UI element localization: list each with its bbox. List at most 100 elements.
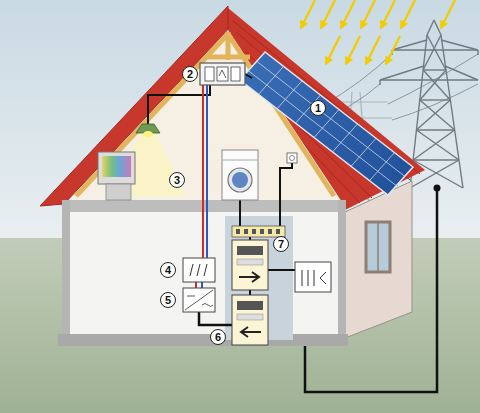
house-part-part xyxy=(333,124,358,152)
appliances xyxy=(98,63,331,345)
house-part xyxy=(366,222,390,272)
pylon-part xyxy=(420,70,446,100)
appliances-part xyxy=(236,229,280,234)
appliances-part xyxy=(185,290,213,310)
house-part xyxy=(70,212,340,336)
appliances-part xyxy=(241,327,261,337)
appliances-part xyxy=(222,150,258,200)
appliances-part-part xyxy=(260,229,264,234)
appliances-part xyxy=(143,131,153,137)
pylon-part xyxy=(420,100,455,130)
pylon-part xyxy=(427,35,446,70)
pylon-part xyxy=(423,69,446,70)
appliances-part xyxy=(183,258,215,282)
callout-number: 6 xyxy=(210,329,226,345)
appliances-part xyxy=(237,301,263,310)
callout-number: 2 xyxy=(182,66,198,82)
appliances-part xyxy=(190,264,207,276)
sun-rays-part xyxy=(386,36,400,64)
appliances-part xyxy=(232,295,268,345)
house-part-part xyxy=(370,153,395,181)
appliances-part xyxy=(239,272,259,282)
appliances-part xyxy=(205,67,214,81)
sun-rays-part xyxy=(381,0,395,28)
wiring-part xyxy=(148,85,210,124)
appliances-part xyxy=(102,156,131,177)
sun-rays xyxy=(301,0,455,64)
appliances-part xyxy=(219,70,226,78)
appliances-part-part xyxy=(252,229,256,234)
callout-number: 4 xyxy=(160,262,176,278)
ground-cable-part xyxy=(434,185,441,192)
callout-number: 7 xyxy=(273,236,289,252)
callout-number: 3 xyxy=(169,172,185,188)
sun-rays-part xyxy=(346,36,360,64)
house-part xyxy=(240,52,413,195)
house-part xyxy=(377,222,379,272)
pylon-part xyxy=(413,159,459,160)
pylon-part xyxy=(416,130,459,160)
sun-rays-part xyxy=(341,0,355,28)
appliances-part xyxy=(295,262,331,292)
house-part xyxy=(248,61,404,185)
sun-rays-part xyxy=(401,0,415,28)
sun-rays-part xyxy=(301,0,315,28)
appliances-part xyxy=(217,67,228,81)
wiring-part xyxy=(239,198,241,226)
wiring-part xyxy=(206,85,208,258)
house-part xyxy=(62,200,70,338)
power-lines-part xyxy=(388,54,478,104)
pylon-part xyxy=(434,20,441,35)
pylon-part xyxy=(423,70,450,100)
house-part-part xyxy=(257,61,405,176)
pylon-part xyxy=(380,66,424,80)
appliances-part xyxy=(237,314,263,320)
appliances-part xyxy=(290,156,295,161)
appliances-part xyxy=(232,240,268,290)
wiring-part xyxy=(245,74,252,78)
appliances-part xyxy=(200,63,245,85)
pylon-part xyxy=(477,50,478,55)
house-part xyxy=(338,200,346,338)
appliances-part xyxy=(183,288,215,312)
wiring-part xyxy=(195,282,197,288)
sun-rays-part xyxy=(361,0,375,28)
appliances-part xyxy=(232,172,248,188)
callout-number: 5 xyxy=(160,292,176,308)
appliances-part xyxy=(232,226,285,237)
appliances-part-part xyxy=(244,229,248,234)
pylon-part xyxy=(413,160,463,188)
house-part-part xyxy=(277,81,302,109)
appliances-part xyxy=(237,259,263,265)
appliances-part xyxy=(231,67,240,81)
house xyxy=(40,6,425,346)
wiring-part xyxy=(202,85,204,258)
house-part-part xyxy=(76,34,228,196)
callout-number: 1 xyxy=(310,100,326,116)
sun-rays-part xyxy=(441,0,455,28)
pylon-part xyxy=(423,35,441,70)
house-part-part xyxy=(248,71,396,186)
sun-rays-part xyxy=(321,0,335,28)
pylon-part xyxy=(416,100,450,130)
pylon-part xyxy=(379,80,380,85)
appliances-part xyxy=(228,168,252,192)
appliances-part-part xyxy=(236,229,240,234)
pylon-part xyxy=(413,130,455,160)
pylon-part xyxy=(441,40,478,50)
house-part-part xyxy=(259,66,284,94)
power-lines-part xyxy=(392,84,478,120)
pylon-part xyxy=(445,66,478,80)
appliances-part xyxy=(287,153,297,163)
appliances-part xyxy=(187,296,213,307)
appliances-part-part xyxy=(268,229,272,234)
house-part xyxy=(64,200,346,212)
pylon-part xyxy=(420,99,451,100)
pylon-part xyxy=(416,129,454,130)
appliances-part xyxy=(106,184,131,200)
house-part xyxy=(58,334,348,346)
appliances-part xyxy=(237,246,263,255)
pylon-part xyxy=(441,35,463,188)
